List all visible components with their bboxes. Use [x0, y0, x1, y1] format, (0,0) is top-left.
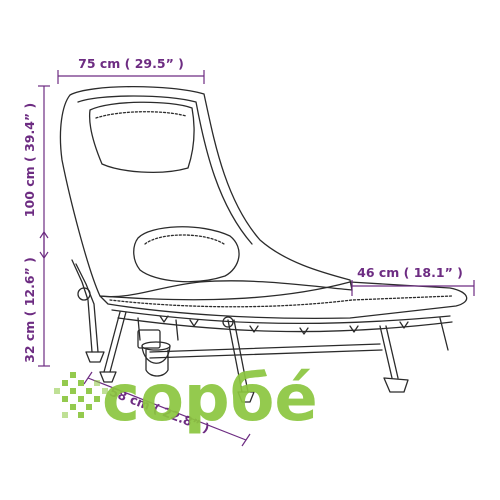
front-leg-c — [439, 317, 449, 351]
cross-brace — [149, 343, 381, 353]
middle-leg-d — [233, 319, 249, 393]
middle-leg-b — [109, 311, 127, 373]
middle-leg-c — [227, 319, 243, 393]
seat-cushion-stitch — [144, 234, 225, 245]
middle-leg-a — [103, 311, 121, 373]
backrest-seam — [77, 95, 253, 245]
headrest-seam — [95, 111, 187, 119]
middle-leg-foot-a — [99, 371, 117, 383]
watermark-text: сopбé — [102, 362, 318, 436]
frame-springs — [159, 315, 409, 335]
dimension-lines — [38, 70, 475, 447]
cup-holder — [137, 317, 179, 377]
dimension-width: 75 cm ( 29.5” ) — [78, 56, 184, 71]
pixel-cube-logo — [54, 372, 108, 418]
leg-rest — [99, 281, 468, 320]
seat-cushion — [133, 226, 240, 283]
leg-rest-seam — [109, 295, 453, 308]
bed-drawing — [59, 85, 468, 403]
backrest — [59, 85, 353, 298]
middle-leg-joint — [222, 316, 234, 328]
rear-leg-left-joint — [77, 287, 91, 301]
rear-leg-left-foot — [85, 351, 105, 363]
front-leg-foot-a — [383, 377, 409, 393]
dimension-leg-depth: 46 cm ( 18.1” ) — [357, 265, 463, 280]
dimension-height: 100 cm ( 39.4” ) — [22, 103, 37, 217]
side-rail-lower — [117, 317, 453, 333]
middle-leg-foot-c — [237, 391, 255, 403]
dimension-seat-height: 32 cm ( 12.6” ) — [22, 257, 37, 363]
front-leg-a — [379, 325, 393, 379]
rear-leg-left — [71, 259, 93, 353]
side-rail — [111, 309, 451, 325]
front-leg-b — [385, 325, 399, 379]
headrest-pillow — [88, 101, 195, 174]
cross-brace-b — [149, 349, 383, 359]
brand-watermark: сopбé — [54, 362, 318, 436]
